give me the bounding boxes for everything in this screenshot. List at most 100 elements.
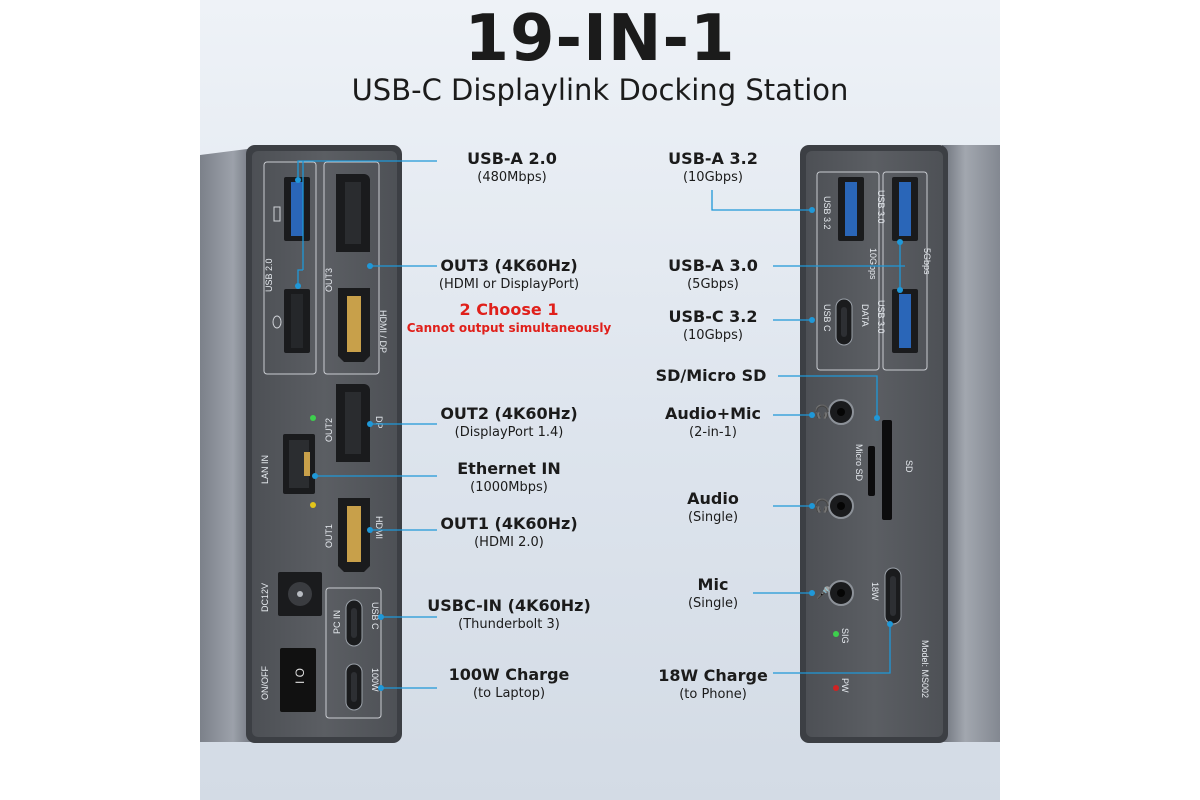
- panel-label-sig: SIG: [840, 628, 850, 644]
- usbc-pc-in-port: [345, 599, 363, 647]
- power-switch: I O: [280, 648, 316, 712]
- page-subtitle: USB-C Displaylink Docking Station: [351, 73, 849, 107]
- callout-mic: Mic (Single): [648, 575, 778, 611]
- callout-out1: OUT1 (4K60Hz) (HDMI 2.0): [422, 514, 596, 550]
- callout-sub: (HDMI or DisplayPort): [438, 277, 580, 292]
- callout-title: Audio: [687, 489, 739, 508]
- left-dock-unit: I O USB 2.0 OUT3 HDMI / DP OUT2 DP LAN I…: [200, 145, 402, 743]
- callout-audio: Audio (Single): [648, 489, 778, 525]
- callout-sub: (5Gbps): [687, 277, 739, 292]
- headphone-icon: 🎧: [814, 498, 830, 513]
- callout-sub: (DisplayPort 1.4): [454, 425, 564, 440]
- callout-out3: OUT3 (4K60Hz) (HDMI or DisplayPort): [422, 256, 596, 292]
- callout-title: USB-A 3.0: [668, 256, 758, 275]
- callout-title: OUT2 (4K60Hz): [440, 404, 578, 423]
- callout-title: Audio+Mic: [665, 404, 761, 423]
- callout-sd-micro-sd: SD/Micro SD: [636, 366, 786, 385]
- callout-title: Mic: [697, 575, 729, 594]
- headset-icon: 🎧: [814, 404, 830, 419]
- panel-label-usb32: USB 3.2: [822, 196, 832, 230]
- callout-2-choose-1: 2 Choose 1 Cannot output simultaneously: [400, 300, 618, 335]
- right-dock-unit: 🎧 🎧 🎤 USB 3.2 10Gbps USB 3.0 USB 3.0: [800, 145, 1000, 743]
- panel-label-model: Model: MS002: [920, 640, 930, 698]
- usb-a-2-port-top: [284, 177, 310, 241]
- usb-a-32-port: [838, 177, 864, 241]
- panel-label-sd: SD: [904, 460, 914, 473]
- callout-title: USB-A 3.2: [668, 149, 758, 168]
- callout-title: 18W Charge: [658, 666, 768, 685]
- usb-a-2-port-bottom: [284, 289, 310, 353]
- panel-label-10gbps: 10Gbps: [868, 248, 878, 280]
- callout-sub: (Single): [687, 510, 739, 525]
- micro-sd-slot: [868, 446, 875, 496]
- product-background: I O USB 2.0 OUT3 HDMI / DP OUT2 DP LAN I…: [200, 0, 1000, 800]
- callout-sub: (Single): [687, 596, 739, 611]
- panel-label-out3: OUT3: [324, 268, 334, 292]
- dc-power-jack: [278, 572, 322, 616]
- panel-label-lan-in: LAN IN: [260, 455, 270, 484]
- page-title: 19-IN-1: [464, 2, 736, 76]
- callout-sub: (HDMI 2.0): [474, 535, 544, 550]
- panel-label-usb-c: USB C: [370, 602, 380, 630]
- usbc-100w-port: [345, 663, 363, 711]
- callout-100w-charge: 100W Charge (to Laptop): [432, 665, 586, 701]
- panel-label-5gbps: 5Gbps: [922, 248, 932, 275]
- panel-label-out1: OUT1: [324, 524, 334, 548]
- callout-dots: [295, 177, 903, 691]
- callout-audio-mic: Audio+Mic (2-in-1): [648, 404, 778, 440]
- callout-18w-charge: 18W Charge (to Phone): [648, 666, 778, 702]
- panel-label-dc12v: DC12V: [260, 583, 270, 612]
- sd-card-slot: [882, 420, 892, 520]
- callout-usb-a-30: USB-A 3.0 (5Gbps): [648, 256, 778, 292]
- callout-sub: (10Gbps): [682, 170, 744, 185]
- callout-title: OUT3 (4K60Hz): [440, 256, 578, 275]
- callout-sub: (480Mbps): [477, 170, 547, 185]
- callout-title: Ethernet IN: [457, 459, 561, 478]
- panel-label-data: DATA: [860, 304, 870, 327]
- panel-label-usb30-b: USB 3.0: [876, 300, 886, 334]
- docking-station-illustration: I O USB 2.0 OUT3 HDMI / DP OUT2 DP LAN I…: [200, 145, 1000, 743]
- callout-title: USB-C 3.2: [668, 307, 758, 326]
- callout-title: 100W Charge: [448, 665, 570, 684]
- displayport-out3: [336, 174, 370, 252]
- panel-label-out2: OUT2: [324, 418, 334, 442]
- usbc-18w-port: [884, 567, 902, 625]
- audio-mic-jack: [828, 399, 854, 425]
- callout-usb-a-20: USB-A 2.0 (480Mbps): [442, 149, 582, 185]
- callout-ethernet-in: Ethernet IN (1000Mbps): [432, 459, 586, 495]
- audio-jack: [828, 493, 854, 519]
- panel-label-hdmi-dp: HDMI / DP: [378, 310, 388, 353]
- hdmi-out3: [338, 288, 370, 362]
- usbc-data-port: [835, 298, 853, 346]
- callout-usbc-in: USBC-IN (4K60Hz) (Thunderbolt 3): [416, 596, 602, 632]
- callout-sub: (1000Mbps): [470, 480, 548, 495]
- panel-label-pc-in: PC IN: [332, 610, 342, 634]
- svg-text:I O: I O: [293, 668, 307, 684]
- usb-a-30-port-top: [892, 177, 918, 241]
- panel-label-usbc: USB C: [822, 304, 832, 332]
- callout-title: OUT1 (4K60Hz): [440, 514, 578, 533]
- callout-sub: (Thunderbolt 3): [458, 617, 560, 632]
- callout-sub: (to Phone): [679, 687, 747, 702]
- microphone-icon: 🎤: [816, 585, 831, 600]
- mic-jack: [828, 580, 854, 606]
- sig-led: [833, 631, 839, 637]
- displayport-out2: [336, 384, 370, 462]
- callout-title: USB-A 2.0: [467, 149, 557, 168]
- callout-lines: [297, 160, 905, 689]
- panel-label-dp: DP: [374, 416, 384, 429]
- panel-label-18w: 18W: [870, 582, 880, 601]
- panel-label-onoff: ON/OFF: [260, 666, 270, 700]
- mouse-icon: [272, 315, 282, 329]
- callout-title: USBC-IN (4K60Hz): [427, 596, 591, 615]
- ethernet-port: [283, 415, 316, 508]
- callout-title: 2 Choose 1: [459, 300, 559, 319]
- callout-usb-c-32: USB-C 3.2 (10Gbps): [648, 307, 778, 343]
- callout-sub: (to Laptop): [472, 686, 546, 701]
- callout-out2: OUT2 (4K60Hz) (DisplayPort 1.4): [422, 404, 596, 440]
- panel-label-micro-sd: Micro SD: [854, 444, 864, 482]
- panel-label-100w: 100W: [370, 668, 380, 692]
- callout-sub: Cannot output simultaneously: [406, 321, 612, 335]
- panel-label-usb30-a: USB 3.0: [876, 190, 886, 224]
